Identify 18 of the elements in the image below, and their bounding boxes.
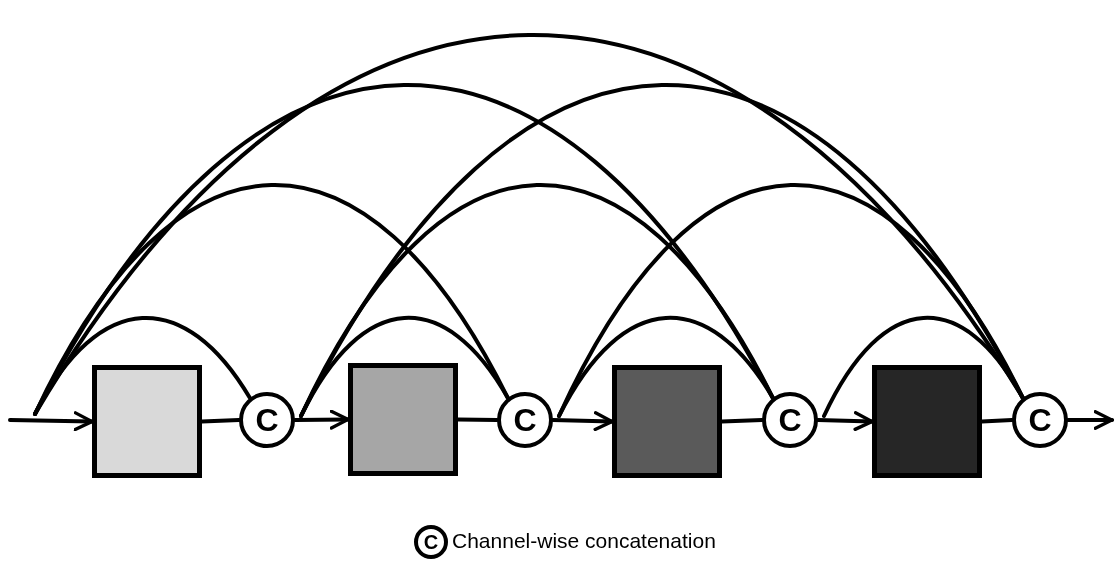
layer-box: [612, 365, 722, 478]
arrow: [816, 411, 874, 432]
skip-connection-arc: [557, 183, 1025, 418]
concatenation-node: C: [1012, 392, 1068, 448]
layer-box: [872, 365, 982, 478]
skip-connection-arc: [822, 316, 1025, 418]
concatenation-node: C: [414, 525, 448, 559]
layer-box: [348, 363, 458, 476]
arrow: [1066, 410, 1114, 430]
layer-box: [92, 365, 202, 478]
arrow: [8, 411, 94, 432]
concatenation-node: C: [497, 392, 553, 448]
concatenation-node: C: [762, 392, 818, 448]
legend-text: Channel-wise concatenation: [452, 529, 716, 553]
arrow: [551, 411, 614, 432]
arrow: [293, 409, 350, 430]
concatenation-node: C: [239, 392, 295, 448]
skip-connection-arc: [33, 183, 510, 416]
